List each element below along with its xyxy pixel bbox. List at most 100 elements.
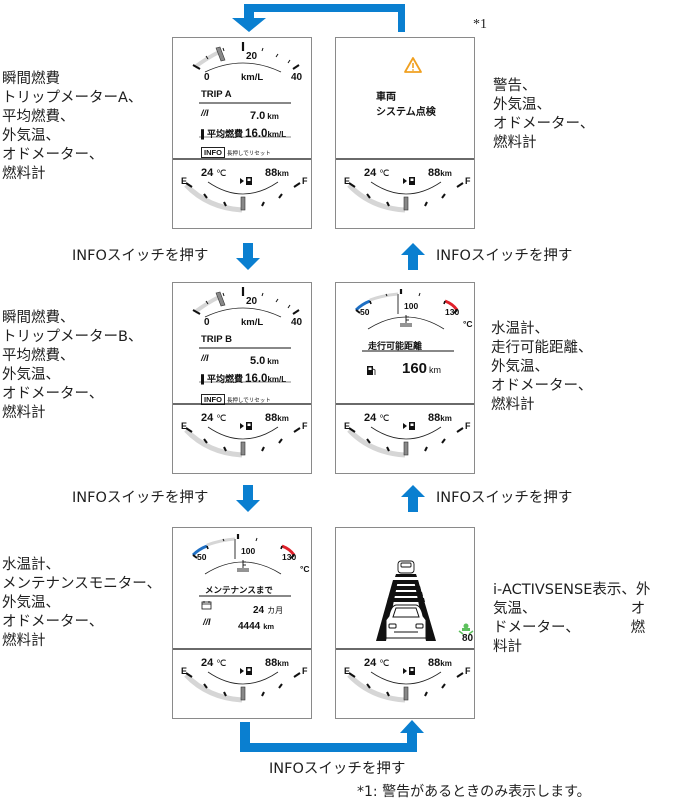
- fuel-tick: [185, 672, 193, 678]
- fuel-arc: [207, 671, 279, 685]
- econ-tick: [192, 64, 201, 70]
- lane-lines: [376, 574, 436, 641]
- fuel-gauge-svg: [173, 648, 311, 703]
- outside-temp-unit: ℃: [379, 413, 390, 423]
- fuel-tick: [293, 427, 301, 433]
- fuel-tick: [441, 438, 446, 444]
- fuel-tick: [223, 446, 227, 452]
- econ-band: [193, 50, 220, 69]
- coolant-tick: [206, 545, 209, 550]
- outside-temp-value: 24: [201, 167, 214, 179]
- fuel-arc: [207, 426, 279, 440]
- coolant-high: 130: [445, 307, 460, 317]
- fuel-tick: [223, 201, 227, 207]
- odometer-value: 88: [428, 167, 441, 179]
- outside-temp-value: 24: [201, 657, 214, 669]
- fuel-economy-unit: km/L: [241, 72, 264, 83]
- fuel-needle: [240, 686, 246, 701]
- fuel-tick: [278, 438, 283, 444]
- months-value: 24: [253, 605, 265, 616]
- fuel-needle: [240, 441, 246, 456]
- econ-arc: [204, 62, 282, 73]
- coolant-tick: [192, 554, 198, 559]
- fuel-full-label: F: [465, 666, 471, 676]
- fuel-pump-icon: [403, 667, 415, 675]
- coolant-unit: °C: [300, 564, 310, 574]
- fuel-tick: [456, 182, 464, 188]
- fuel-arc: [370, 181, 442, 195]
- fuel-tick: [366, 193, 371, 199]
- fuel-tick: [293, 182, 301, 188]
- fuel-tick: [261, 201, 265, 207]
- warning-triangle-icon: [404, 57, 422, 73]
- econ-tick: [205, 55, 209, 60]
- econ-tick: [275, 53, 279, 58]
- warning-line-2: システム点検: [376, 107, 436, 118]
- step-label-up-1: INFOスイッチを押す: [436, 248, 573, 264]
- coolant-tick: [222, 538, 225, 542]
- avg-label: 平均燃費: [207, 374, 244, 384]
- fuel-economy-max: 40: [291, 72, 303, 83]
- odometer-value: 88: [428, 412, 441, 424]
- odometer-unit: km: [440, 169, 452, 178]
- desc-warning: 警告、 外気温、 オドメーター、 燃料計: [493, 78, 595, 151]
- econ-arc: [204, 307, 282, 318]
- fuel-pump-icon: [240, 422, 252, 430]
- fuel-tick: [386, 201, 390, 207]
- fuel-gauge-svg: [173, 158, 311, 213]
- info-badge: INFO: [201, 147, 225, 158]
- fuel-tick: [424, 446, 428, 452]
- fuel-full-label: F: [302, 176, 308, 186]
- odometer-unit: km: [277, 659, 289, 668]
- distance-value: 4444: [238, 621, 261, 632]
- info-badge: INFO: [201, 394, 225, 405]
- coolant-tick: [355, 309, 361, 314]
- fuel-tick: [366, 683, 371, 689]
- fuel-tick: [261, 446, 265, 452]
- fuel-empty-label: E: [181, 176, 188, 186]
- outside-temp-unit: ℃: [216, 413, 227, 423]
- fuel-empty-label: E: [344, 176, 351, 186]
- coolant-unit: °C: [463, 319, 473, 329]
- outside-temp-value: 24: [364, 657, 377, 669]
- desc-range: 水温計、 走行可能距離、 外気温、 オドメーター、 燃料計: [491, 321, 593, 413]
- coolant-low: 50: [360, 307, 370, 317]
- trip-icon: //I: [201, 353, 209, 363]
- maintenance-title: メンテナンスまで: [205, 586, 273, 596]
- fuel-tick: [424, 691, 428, 697]
- fuel-pump-icon: [240, 667, 252, 675]
- desc-trip-b: 瞬間燃費、 トリップメーターB、 平均燃費、 外気温、 オドメーター、 燃料計: [2, 310, 143, 421]
- coolant-gauge: [354, 289, 459, 375]
- fuel-economy-min: 0: [204, 72, 210, 83]
- econ-tick: [222, 292, 225, 297]
- odometer-value: 88: [265, 657, 278, 669]
- trip-distance-unit: km: [267, 357, 279, 366]
- econ-tick: [222, 47, 225, 52]
- coolant-tick: [418, 292, 421, 297]
- fuel-tick: [203, 683, 208, 689]
- econ-tick: [261, 47, 264, 52]
- fuel-level-band: [347, 428, 406, 458]
- odometer: 88km: [265, 408, 289, 426]
- odometer-unit: km: [277, 414, 289, 423]
- outside-temp: 24℃: [201, 653, 226, 671]
- distance-unit: km: [263, 622, 275, 631]
- reset-hint-text: 長押しでリセット: [226, 398, 271, 404]
- fuel-economy-gauge: [192, 287, 300, 383]
- fuel-needle: [240, 196, 246, 211]
- econ-tick: [287, 59, 291, 64]
- econ-tick: [275, 298, 279, 303]
- fuel-pump-icon: [367, 366, 376, 375]
- fuel-tick: [456, 672, 464, 678]
- coolant-needle: [234, 539, 236, 559]
- econ-tick: [205, 300, 209, 305]
- calendar-icon: [201, 601, 212, 610]
- activsense-svg: [376, 560, 474, 641]
